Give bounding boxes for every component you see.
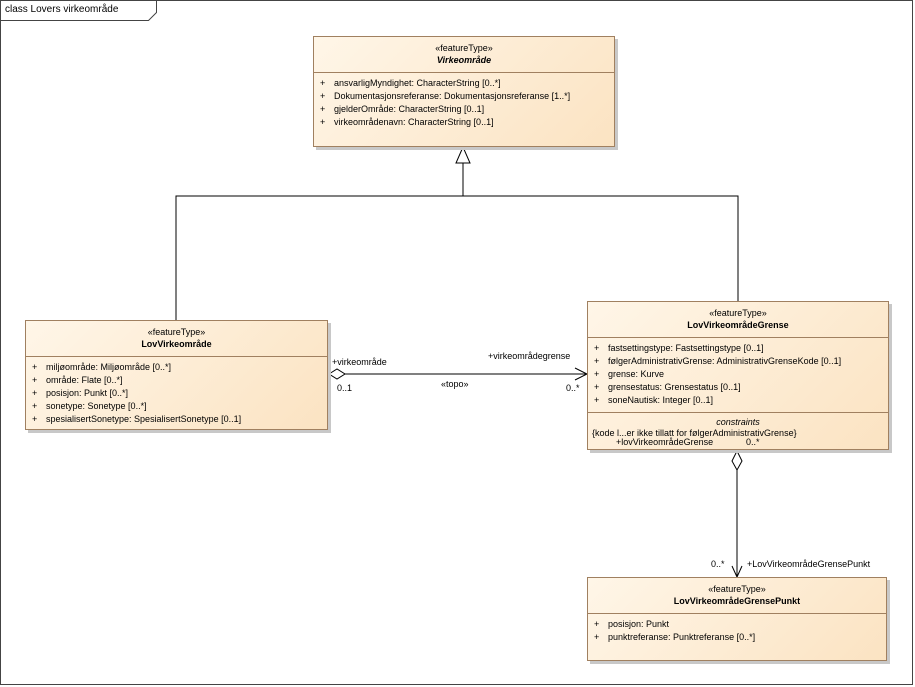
class-lovvirkeomrade[interactable]: «featureType» LovVirkeområde +miljøområd…: [25, 320, 328, 430]
attribute: +fastsettingstype: Fastsettingstype [0..…: [594, 343, 764, 353]
class-name: LovVirkeområde: [141, 339, 212, 349]
class-lovvirkeomradegrense[interactable]: «featureType» LovVirkeområdeGrense +fast…: [587, 301, 889, 450]
class-header: «featureType» LovVirkeområde: [26, 321, 327, 357]
attribute: +spesialisertSonetype: SpesialisertSonet…: [32, 414, 242, 424]
grensepunkt-target-multiplicity: 0..*: [711, 559, 725, 569]
class-header: «featureType» Virkeområde: [314, 37, 614, 73]
grensepunkt-aggregation-diamond: [731, 449, 743, 472]
attribute: +soneNautisk: Integer [0..1]: [594, 395, 714, 405]
attribute: +grense: Kurve: [594, 369, 665, 379]
topo-stereotype: «topo»: [441, 379, 469, 389]
attribute: +miljøområde: Miljøområde [0..*]: [32, 362, 172, 372]
attribute: +posisjon: Punkt [0..*]: [32, 388, 129, 398]
topo-target-role: +virkeområdegrense: [488, 351, 571, 361]
class-header: «featureType» LovVirkeområdeGrensePunkt: [588, 578, 886, 614]
generalization-line-left[interactable]: [175, 195, 463, 320]
topo-target-multiplicity: 0..*: [566, 383, 580, 393]
attribute: +posisjon: Punkt: [594, 619, 670, 629]
attribute: +virkeområdenavn: CharacterString [0..1]: [320, 117, 494, 127]
class-stereotype: «featureType»: [147, 327, 206, 337]
attribute: +gjelderOmråde: CharacterString [0..1]: [320, 104, 485, 114]
attribute: +følgerAdministrativGrense: Administrati…: [594, 356, 842, 366]
constraint-text: {kode l...er ikke tillatt for følgerAdmi…: [592, 428, 797, 438]
grensepunkt-target-role: +LovVirkeområdeGrensePunkt: [747, 559, 871, 569]
attribute: +Dokumentasjonsreferanse: Dokumentasjons…: [320, 91, 571, 101]
grensepunkt-source-multiplicity: 0..*: [746, 437, 760, 447]
class-stereotype: «featureType»: [708, 584, 766, 594]
attribute: +grensestatus: Grensestatus [0..1]: [594, 382, 741, 392]
attribute-list: +fastsettingstype: Fastsettingstype [0..…: [588, 338, 888, 412]
class-stereotype: «featureType»: [435, 43, 493, 53]
topo-aggregation-diamond: [328, 368, 346, 380]
attribute-list: +miljøområde: Miljøområde [0..*] +område…: [26, 357, 327, 431]
attribute: +punktreferanse: Punktreferanse [0..*]: [594, 632, 756, 642]
class-name: LovVirkeområdeGrensePunkt: [673, 596, 801, 606]
class-virkeomrade[interactable]: «featureType» Virkeområde +ansvarligMynd…: [313, 36, 615, 147]
generalization-line-right[interactable]: [463, 195, 739, 301]
attribute-list: +posisjon: Punkt +punktreferanse: Punktr…: [588, 614, 886, 649]
topo-source-role: +virkeområde: [332, 357, 387, 367]
attribute-list: +ansvarligMyndighet: CharacterString [0.…: [314, 73, 614, 134]
grensepunkt-source-role: +lovVirkeområdeGrense: [616, 437, 714, 447]
attribute: +ansvarligMyndighet: CharacterString [0.…: [320, 78, 501, 88]
class-header: «featureType» LovVirkeområdeGrense: [588, 302, 888, 338]
topo-source-multiplicity: 0..1: [337, 383, 353, 393]
constraints-compartment: constraints {kode l...er ikke tillatt fo…: [588, 412, 888, 443]
class-stereotype: «featureType»: [709, 308, 767, 318]
generalization-arrowhead: [455, 145, 471, 164]
attribute: +sonetype: Sonetype [0..*]: [32, 401, 147, 411]
constraints-title: constraints: [716, 417, 760, 427]
class-name: Virkeområde: [436, 55, 492, 65]
diagram-title: class Lovers virkeområde: [5, 4, 119, 15]
attribute: +område: Flate [0..*]: [32, 375, 123, 385]
class-name: LovVirkeområdeGrense: [687, 320, 789, 330]
class-lovvirkeomradegrensepunkt[interactable]: «featureType» LovVirkeområdeGrensePunkt …: [587, 577, 887, 661]
